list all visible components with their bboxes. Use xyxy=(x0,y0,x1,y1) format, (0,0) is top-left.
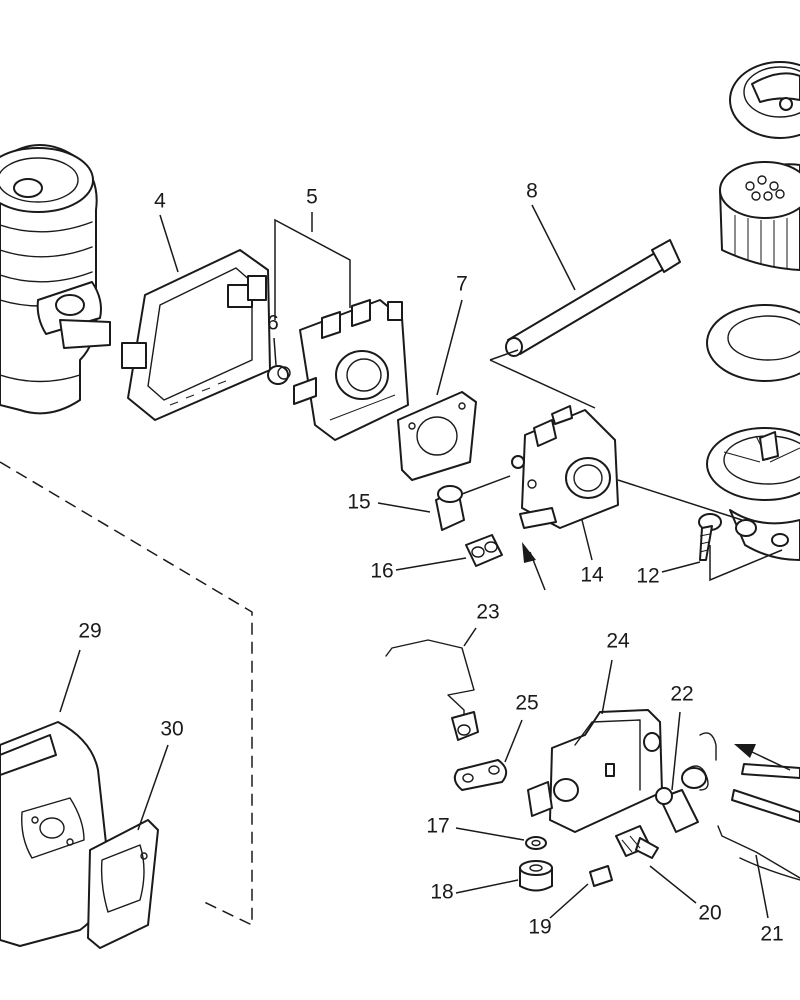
part-switch xyxy=(615,825,659,859)
part-nozzle xyxy=(435,485,465,531)
callout-20: 20 xyxy=(698,902,721,925)
leader-15 xyxy=(377,502,431,513)
callout-24: 24 xyxy=(606,630,630,653)
leader-15b xyxy=(461,475,511,495)
callout-15: 15 xyxy=(347,491,370,514)
leader-20 xyxy=(649,865,697,904)
callout-7: 7 xyxy=(456,273,468,296)
leader-12 xyxy=(661,561,701,573)
part-ground-strap xyxy=(453,759,508,791)
part-spring-bushing xyxy=(655,732,717,833)
leader-7 xyxy=(436,299,463,396)
callout-22: 22 xyxy=(670,683,693,706)
leader-23 xyxy=(463,627,477,647)
callout-21: 21 xyxy=(760,923,783,946)
leader-16 xyxy=(395,557,467,571)
callout-5: 5 xyxy=(306,186,318,209)
callout-12: 12 xyxy=(636,565,659,588)
leader-8b xyxy=(489,359,596,409)
part-control-bracket xyxy=(527,709,663,833)
leader-22 xyxy=(671,711,681,791)
part-screw xyxy=(698,513,722,561)
leader-29 xyxy=(59,649,81,713)
part-tube xyxy=(505,239,681,357)
callout-8: 8 xyxy=(526,180,538,203)
part-grommet xyxy=(267,365,291,385)
direction-arrow-carburetor xyxy=(522,542,546,591)
leader-19 xyxy=(549,883,589,919)
callout-14: 14 xyxy=(580,564,604,587)
part-spacer xyxy=(525,836,547,850)
part-cylinder xyxy=(0,144,111,415)
part-plate xyxy=(589,865,613,887)
leader-carb-right xyxy=(617,479,743,521)
part-rubber-mount xyxy=(519,860,553,892)
part-control-cable xyxy=(717,763,800,881)
callout-18: 18 xyxy=(430,881,453,904)
callout-4: 4 xyxy=(154,190,166,213)
part-throttle-rod xyxy=(385,639,479,741)
leader-21 xyxy=(755,854,769,919)
leader-24 xyxy=(601,659,613,715)
part-intake-gasket-frame xyxy=(121,249,271,421)
assembly-dashed-line xyxy=(0,461,253,927)
leader-18 xyxy=(455,879,519,894)
callout-23: 23 xyxy=(476,601,499,624)
part-muffler-gasket xyxy=(87,819,159,949)
callout-labels: 4 5 6 7 8 12 14 15 16 17 18 19 20 21 22 … xyxy=(78,180,783,946)
leader-6 xyxy=(273,337,277,366)
leader-14 xyxy=(581,519,593,561)
leader-lines xyxy=(59,204,783,919)
leader-25 xyxy=(504,719,523,763)
callout-30: 30 xyxy=(160,718,183,741)
part-carburetor-gasket xyxy=(397,391,477,481)
leader-8 xyxy=(531,204,576,291)
leader-4 xyxy=(159,214,179,273)
part-air-filter-cover xyxy=(729,61,800,139)
leader-17 xyxy=(455,827,525,841)
direction-arrow-cable xyxy=(734,744,791,771)
leader-8c xyxy=(489,349,519,361)
part-carburetor xyxy=(511,405,619,529)
leader-30 xyxy=(137,744,169,831)
leader-12b xyxy=(709,545,783,582)
part-filter-seal xyxy=(706,304,800,382)
part-air-filter-element xyxy=(719,161,800,271)
callout-19: 19 xyxy=(528,916,551,939)
part-intake-adapter xyxy=(293,299,409,441)
leader-5 xyxy=(274,218,351,320)
part-filter-base xyxy=(706,427,800,561)
callout-29: 29 xyxy=(78,620,101,643)
callout-17: 17 xyxy=(426,815,449,838)
callout-25: 25 xyxy=(515,692,538,715)
part-bushing xyxy=(465,534,503,567)
callout-6: 6 xyxy=(267,312,279,335)
callout-16: 16 xyxy=(370,560,393,583)
